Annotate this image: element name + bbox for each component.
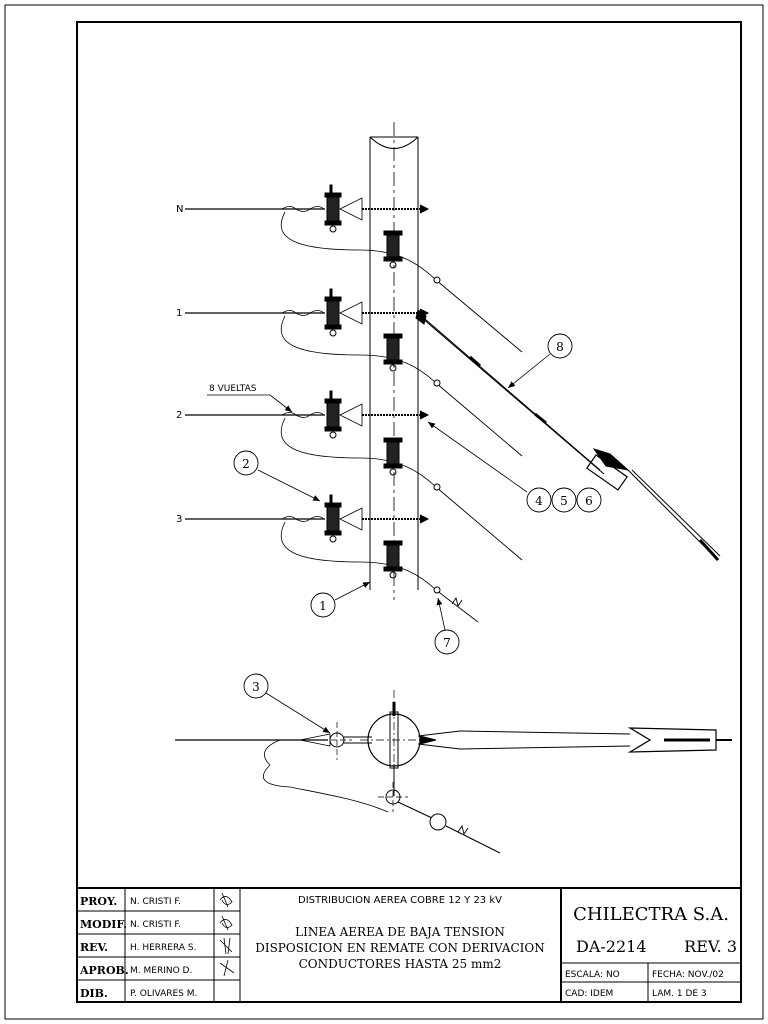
plan-view xyxy=(175,673,732,854)
phase-label-1: 1 xyxy=(176,308,182,319)
callout-7-label: 7 xyxy=(443,636,451,650)
drawing-title-line-3: CONDUCTORES HASTA 25 mm2 xyxy=(299,957,502,971)
callout-3-label: 3 xyxy=(252,680,260,694)
drawing-subject: DISTRIBUCION AEREA COBRE 12 Y 23 kV xyxy=(298,895,502,906)
sheet-field: LAM. 1 DE 3 xyxy=(652,989,707,999)
elevation-view: N 1 2 3 8 VUELTAS 8 2 4 5 6 xyxy=(176,122,721,655)
phase-label-3: 3 xyxy=(176,514,182,525)
callout-7: 7 xyxy=(434,597,460,655)
callout-2: 2 xyxy=(233,450,321,502)
title-block xyxy=(77,887,741,1002)
drawing-frame xyxy=(76,21,742,1003)
conductor-1 xyxy=(185,301,523,457)
callout-6-label: 6 xyxy=(585,494,593,508)
turns-note: 8 VUELTAS xyxy=(209,384,257,394)
revision-number: REV. 3 xyxy=(684,937,737,956)
role-name-proy: N. CRISTI F. xyxy=(130,897,181,907)
callout-2-label: 2 xyxy=(242,457,250,471)
conductor-2 xyxy=(185,403,523,561)
phase-label-n: N xyxy=(176,204,183,215)
spool-insulators-pole xyxy=(383,230,403,579)
conductor-n xyxy=(185,197,523,353)
role-name-modif: N. CRISTI F. xyxy=(130,920,181,930)
callout-4-label: 4 xyxy=(535,494,543,508)
role-name-rev: H. HERRERA S. xyxy=(130,943,196,953)
outer-border xyxy=(4,4,764,1020)
callout-8: 8 xyxy=(507,333,573,389)
connector-rings xyxy=(433,276,441,594)
drawing-title-line-2: DISPOSICION EN REMATE CON DERIVACION xyxy=(255,941,545,955)
scale-field: ESCALA: NO xyxy=(565,970,620,980)
callout-1: 1 xyxy=(310,581,371,618)
drawing-number: DA-2214 xyxy=(576,937,647,956)
cad-field: CAD: IDEM xyxy=(565,989,613,999)
role-name-dib: P. OLIVARES M. xyxy=(130,989,197,999)
role-label-aprob: APROB. xyxy=(79,964,129,977)
phase-label-2: 2 xyxy=(176,410,182,421)
drawing-title-line-1: LINEA AEREA DE BAJA TENSION xyxy=(295,925,505,939)
callout-5-label: 5 xyxy=(560,494,568,508)
role-label-modif: MODIF. xyxy=(80,918,127,931)
callout-1-label: 1 xyxy=(319,599,327,613)
callout-4-5-6: 4 5 6 xyxy=(427,421,602,513)
spool-insulators-left xyxy=(324,184,342,543)
role-name-aprob: M. MERINO D. xyxy=(130,966,192,976)
role-label-rev: REV. xyxy=(80,941,108,954)
role-label-proy: PROY. xyxy=(80,895,117,908)
callout-8-label: 8 xyxy=(556,340,564,354)
date-field: FECHA: NOV./02 xyxy=(652,970,724,980)
company-name: CHILECTRA S.A. xyxy=(573,904,729,925)
callout-3 xyxy=(243,673,331,734)
role-label-dib: DIB. xyxy=(80,987,108,1000)
conductor-3 xyxy=(185,507,479,623)
guy-wire xyxy=(415,309,721,562)
